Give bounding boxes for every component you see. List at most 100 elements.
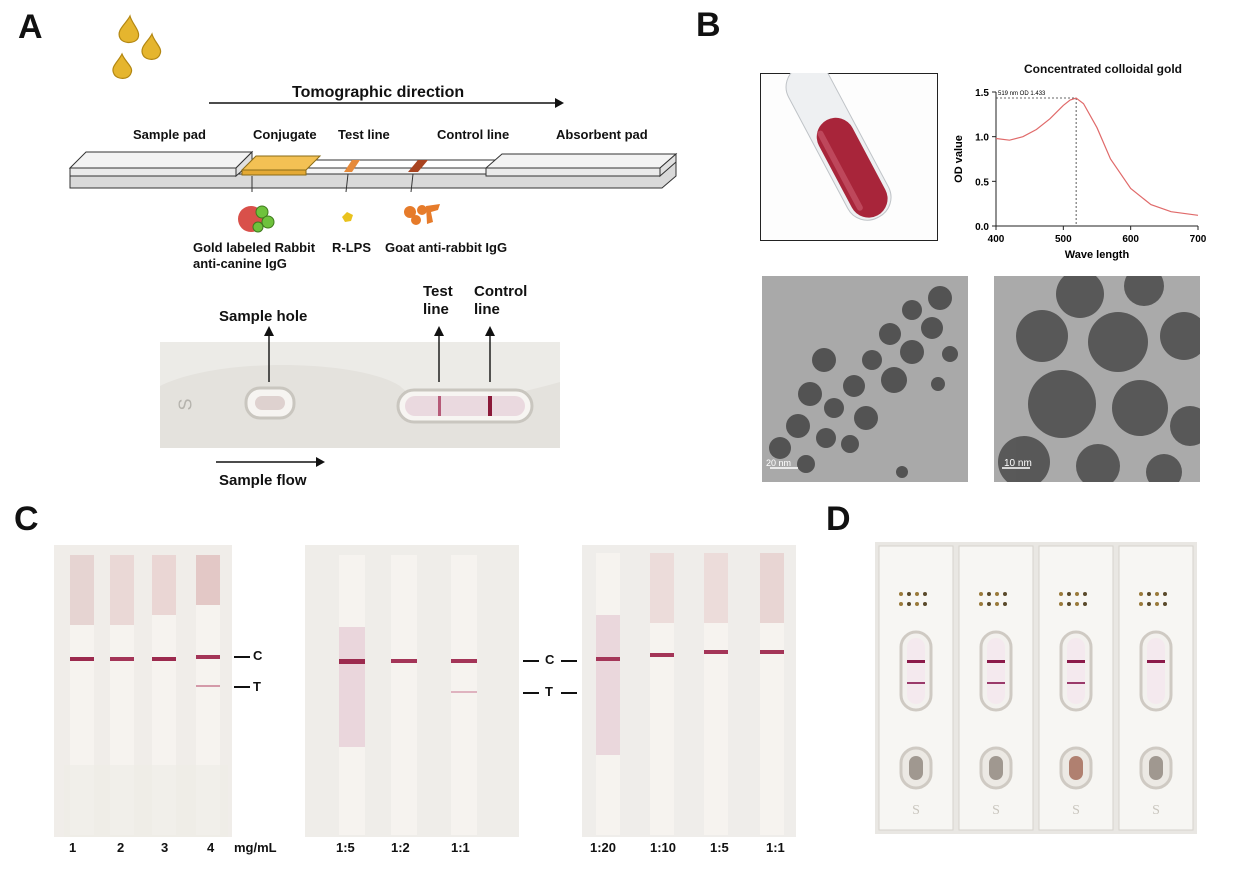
cassette-dot <box>1147 592 1151 596</box>
cassette-membrane <box>1067 638 1085 704</box>
t-marker-line-2b <box>561 692 577 694</box>
panel-label-a: A <box>18 8 43 46</box>
cassette-dot <box>1067 602 1071 606</box>
cassette-photo <box>160 326 560 448</box>
strip-1-20-control-band <box>596 657 620 661</box>
c-marker-1: C <box>253 648 263 663</box>
cassette-dot <box>979 592 983 596</box>
test-strip-diagram <box>68 150 678 193</box>
cassette-dot <box>995 592 999 596</box>
x-tick-label: 700 <box>1190 234 1207 245</box>
y-tick-label: 0.0 <box>975 222 989 233</box>
test-line-label: Test line <box>338 127 390 142</box>
cassette-dot <box>1083 592 1087 596</box>
x-axis-title: Wave length <box>1065 249 1130 261</box>
cassette-dot <box>899 602 903 606</box>
rlps-icon <box>342 212 353 222</box>
c-marker-2: C <box>545 652 555 667</box>
cassette-dot <box>987 592 991 596</box>
strip-photo-group2 <box>305 545 519 837</box>
cassette-dot <box>907 602 911 606</box>
peak-annotation: 519 nm OD 1.433 <box>998 91 1046 97</box>
group1-label-4: 4 <box>207 840 215 855</box>
strip-1-5-membrane <box>339 627 365 747</box>
cassette-dot <box>1155 592 1159 596</box>
strip-1-1 <box>451 555 477 835</box>
cassette-dot <box>979 602 983 606</box>
cassette-sample-hole <box>909 756 923 780</box>
strip-2-pad <box>110 555 134 625</box>
tem-scale-label-1: 20 nm <box>766 458 792 468</box>
y-tick-label: 0.5 <box>975 177 989 188</box>
strip-1-10-control-band <box>650 653 674 657</box>
cassette-dot <box>923 592 927 596</box>
strip-1-1-control-band <box>451 659 477 663</box>
strip-1-control-band <box>70 657 94 661</box>
cassette-dot <box>995 602 999 606</box>
cassette-dot <box>1163 602 1167 606</box>
spectrum-chart-title: Concentrated colloidal gold <box>1024 62 1183 76</box>
cassette-dot <box>907 592 911 596</box>
cassette-dot <box>1139 602 1143 606</box>
cassette-s-mark: S <box>992 803 1000 818</box>
cassette-control-band <box>907 660 925 663</box>
strip-3-control-band <box>152 657 176 661</box>
group1-unit: mg/mL <box>234 840 277 855</box>
c-marker-line-2a <box>523 660 539 662</box>
cassette-control-line-label-1: Control <box>474 283 528 300</box>
c-marker-line-1 <box>234 656 250 658</box>
strip-1-pad <box>70 555 94 625</box>
group3-label-3: 1:5 <box>710 840 729 855</box>
cassette-dot <box>1139 592 1143 596</box>
y-tick-label: 1.5 <box>975 88 989 99</box>
strip-photo-group3 <box>582 545 796 837</box>
x-tick-label: 500 <box>1055 234 1072 245</box>
direction-label: Tomographic direction <box>292 84 465 101</box>
cassette-sample-hole <box>989 756 1003 780</box>
group1-label-2: 2 <box>117 840 125 855</box>
sample-flow-arrow <box>216 457 325 467</box>
cassette-dot <box>1147 602 1151 606</box>
cassette-test-line-label-2: line <box>423 301 449 318</box>
tem-scale-label-2: 10 nm <box>1004 458 1032 469</box>
group1-label-1: 1 <box>69 840 77 855</box>
strip-1-10-pad <box>650 553 674 623</box>
t-marker-line-1 <box>234 686 250 688</box>
cassette-dot <box>923 602 927 606</box>
cassette-dot <box>1075 602 1079 606</box>
absorbent-pad-label: Absorbent pad <box>556 127 648 142</box>
cassette-dot <box>1059 602 1063 606</box>
cassette-dot <box>915 602 919 606</box>
panel-label-d: D <box>826 500 851 538</box>
cassette-membrane <box>1147 638 1165 704</box>
cassette-control-band <box>987 660 1005 663</box>
cassette-control-line-label: Control line <box>474 283 527 319</box>
cassette-membrane <box>907 638 925 704</box>
direction-arrow <box>209 98 564 108</box>
cassette-dot <box>915 592 919 596</box>
cassette-test-band <box>1067 682 1085 684</box>
gold-antibody-label-line2: anti-canine IgG <box>193 256 287 271</box>
strip-1-5-b-control-band <box>704 650 728 654</box>
cassette-control-band <box>1147 660 1165 663</box>
tem-image-high-mag <box>994 276 1200 482</box>
strip-2-control-band <box>110 657 134 661</box>
group2-label-3: 1:1 <box>451 840 470 855</box>
strip-4-test-band <box>196 685 220 687</box>
conjugate-label: Conjugate <box>253 127 317 142</box>
cassette-test-line-label: Test line <box>423 283 453 319</box>
cassette-sample-hole <box>1149 756 1163 780</box>
strip-1-5-control-band <box>339 659 365 664</box>
group1-label-3: 3 <box>161 840 169 855</box>
panel-label-b: B <box>696 6 721 44</box>
strip-1-1-test-band <box>451 691 477 693</box>
strip-4-pad <box>196 555 220 605</box>
cassette-dot <box>1083 602 1087 606</box>
panel-label-c: C <box>14 500 39 538</box>
tem-image-low-mag <box>762 276 968 482</box>
y-axis-title: OD value <box>953 135 965 183</box>
cassette-dot <box>1003 592 1007 596</box>
x-tick-label: 400 <box>988 234 1005 245</box>
c-marker-line-2b <box>561 660 577 662</box>
